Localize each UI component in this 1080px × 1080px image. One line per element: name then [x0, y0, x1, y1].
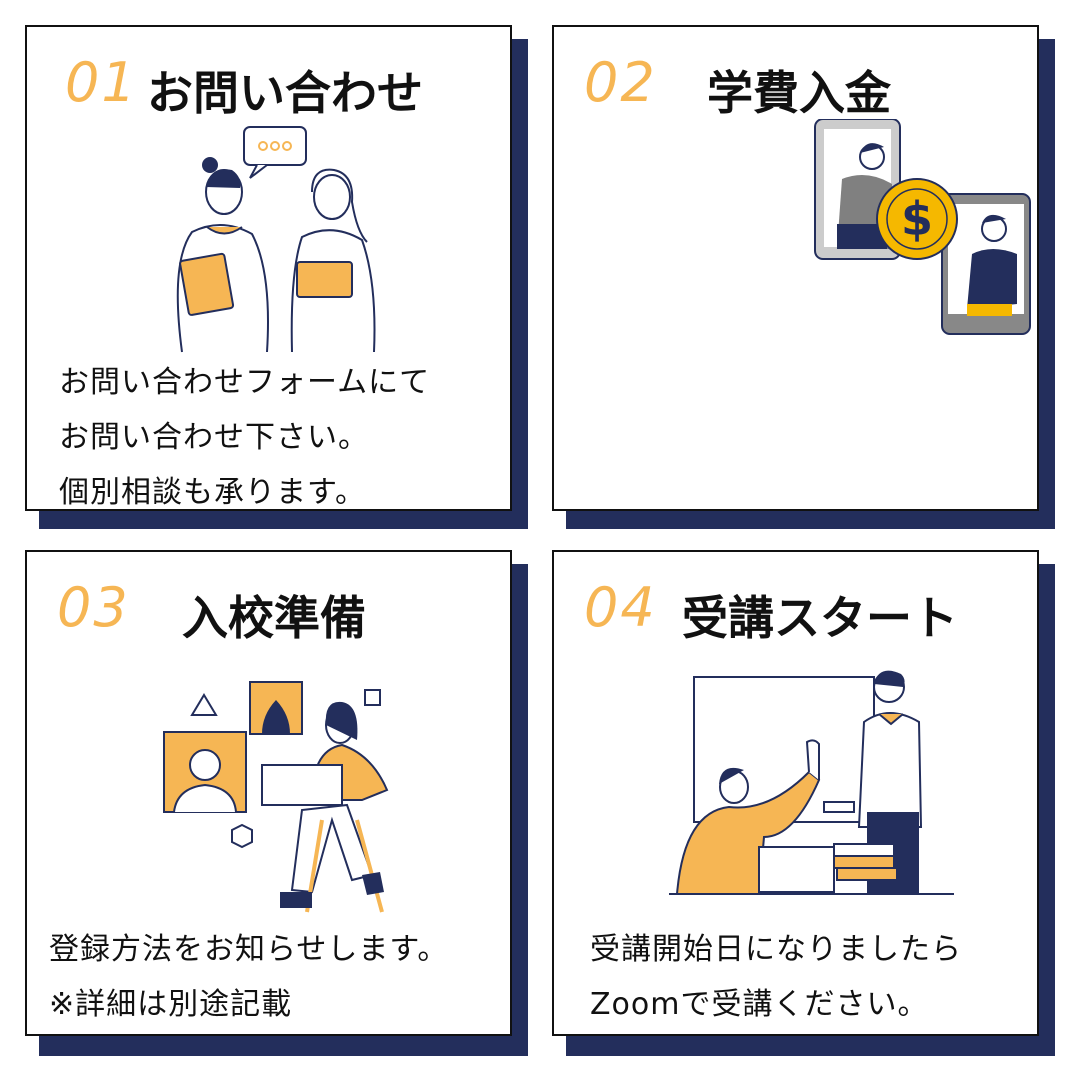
description-line: 個別相談も承ります。	[59, 475, 366, 510]
step-title: お問い合わせ	[147, 66, 423, 120]
classroom-teacher-student-illustration	[669, 670, 954, 895]
description-line: ※詳細は別途記載	[49, 987, 293, 1022]
description-line: Zoomで受講ください。	[590, 987, 929, 1022]
step-number: 01	[65, 51, 138, 114]
online-meeting-illustration	[163, 681, 389, 913]
description-line: お問い合わせ下さい。	[59, 420, 369, 455]
step-description: 受講開始日になりましたら Zoomで受講ください。	[590, 922, 962, 1032]
description-line: 登録方法をお知らせします。	[49, 932, 449, 967]
description-line: 受講開始日になりましたら	[590, 932, 962, 967]
coin-transfer-phones-illustration: $	[814, 119, 1031, 335]
step-number: 02	[584, 51, 657, 114]
step-title: 入校準備	[182, 591, 366, 645]
two-women-talking-illustration	[176, 126, 376, 353]
step-number: 03	[57, 576, 130, 639]
step-card-enrollment-prep: 03 入校準備 登録方法をお知らせします。 ※詳細は別途記載	[25, 550, 512, 1036]
step-card-tuition-payment: 02 学費入金 $	[552, 25, 1039, 511]
step-card-inquiry: 01 お問い合わせ お問い合わせフォームにて お問い合わせ下さい。 個別相談も承…	[25, 25, 512, 511]
svg-text:$: $	[901, 192, 933, 246]
step-number: 04	[584, 576, 657, 639]
step-description: お問い合わせフォームにて お問い合わせ下さい。 個別相談も承ります。	[59, 355, 430, 520]
description-line: お問い合わせフォームにて	[59, 365, 431, 400]
step-description: 登録方法をお知らせします。 ※詳細は別途記載	[49, 922, 448, 1032]
step-title: 受講スタート	[682, 591, 958, 645]
step-card-course-start: 04 受講スタート 受講開始日になりましたら Zoomで受講ください。	[552, 550, 1039, 1036]
step-title: 学費入金	[707, 66, 891, 120]
